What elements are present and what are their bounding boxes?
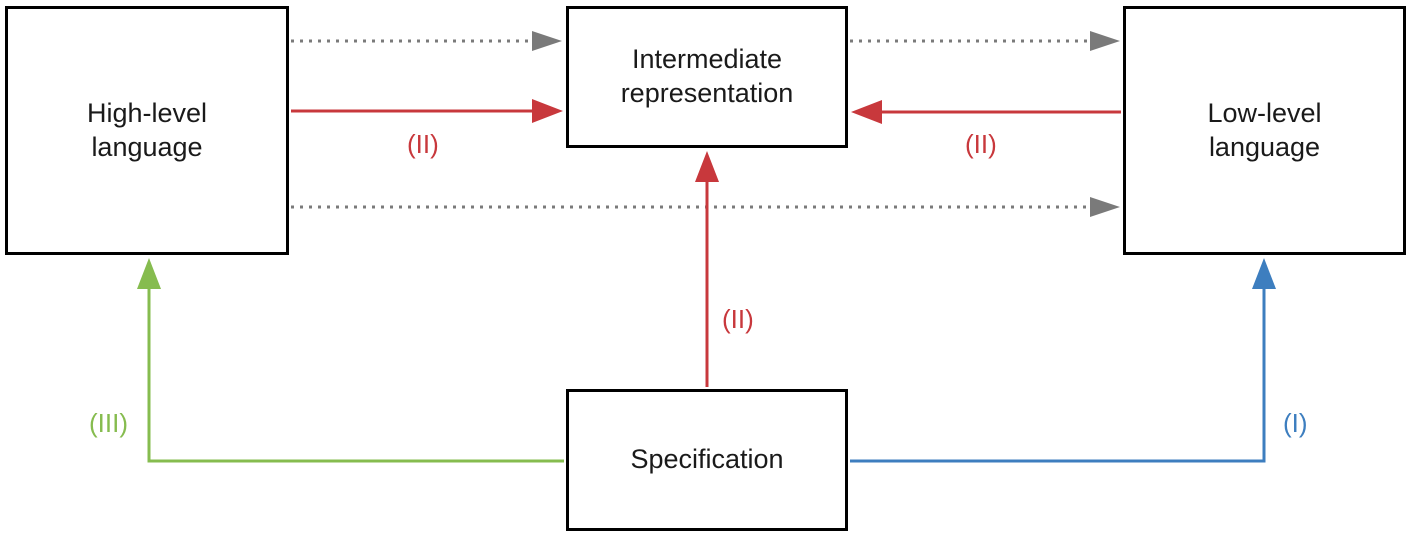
dotted-arrow-ir-to-low [850, 31, 1120, 51]
edge-label-high-to-ir: (II) [407, 129, 439, 159]
red-arrow-low-to-ir [851, 100, 1121, 124]
high-level-language-box: High-level language [5, 6, 289, 255]
blue-arrow-spec-to-low [850, 258, 1276, 463]
intermediate-representation-box: Intermediate representation [566, 6, 848, 148]
intermediate-representation-label: Intermediate representation [620, 44, 794, 108]
edge-label-low-to-ir: (II) [965, 129, 997, 159]
dotted-arrow-high-to-ir [291, 31, 562, 51]
low-level-language-label: Low-level language [1207, 97, 1322, 162]
low-level-language-box: Low-level language [1123, 6, 1406, 255]
high-level-language-label: High-level language [86, 97, 208, 162]
specification-label: Specification [630, 444, 784, 475]
edge-label-spec-to-ir: (II) [722, 304, 754, 334]
edge-label-spec-to-high: (III) [89, 408, 128, 438]
edge-label-spec-to-low: (I) [1283, 408, 1308, 438]
red-arrow-high-to-ir [291, 99, 563, 123]
dotted-arrow-high-to-low [291, 197, 1120, 217]
green-arrow-spec-to-high [137, 258, 564, 463]
specification-box: Specification [566, 389, 848, 531]
red-arrow-spec-to-ir [695, 151, 719, 387]
